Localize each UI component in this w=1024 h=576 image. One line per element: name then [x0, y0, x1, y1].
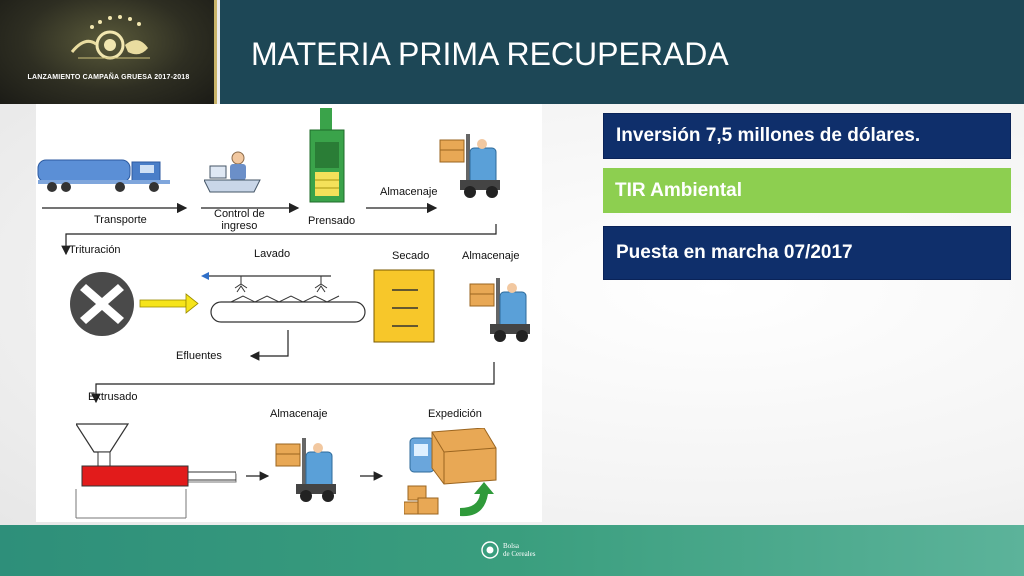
extruder-icon [76, 423, 236, 487]
forklift-icon [439, 134, 500, 198]
footer-brand-line1: Bolsa [503, 542, 519, 550]
tir-text: TIR Ambiental [615, 179, 743, 201]
process-flow-lines [42, 202, 497, 519]
investment-box: Inversión 7,5 millones de dólares. [603, 113, 1011, 159]
forklift-icon [275, 438, 336, 502]
forklift-icon [469, 278, 530, 342]
footer-brand-text: Bolsa de Cereales [503, 542, 535, 558]
process-diagram: Transporte Control de ingreso Prensado A… [36, 104, 542, 522]
start-date-text: Puesta en marcha 07/2017 [616, 242, 853, 263]
label-extrusado: Extrusado [88, 391, 138, 403]
campaign-logo-panel: LANZAMIENTO CAMPAÑA GRUESA 2017-2018 [0, 0, 217, 104]
page-title: MATERIA PRIMA RECUPERADA [251, 36, 729, 72]
label-almacenaje-2: Almacenaje [462, 250, 520, 262]
dryer-icon [373, 269, 435, 343]
investment-text: Inversión 7,5 millones de dólares. [616, 125, 921, 146]
label-control-line2: ingreso [221, 220, 258, 232]
label-control-line1: Control de [214, 208, 265, 220]
label-expedicion: Expedición [428, 408, 482, 420]
label-control-ingreso: Control de ingreso [214, 208, 265, 232]
label-trituracion: Trituración [69, 244, 121, 256]
washer-conveyor-icon [201, 272, 366, 323]
label-prensado: Prensado [308, 215, 356, 227]
label-efluentes: Efluentes [176, 350, 222, 362]
bolsa-cereales-logo-icon [481, 541, 499, 559]
label-transporte: Transporte [94, 214, 147, 226]
label-almacenaje-3: Almacenaje [270, 408, 328, 420]
delivery-truck-icon [404, 428, 497, 517]
footer-brand: Bolsa de Cereales [481, 541, 535, 559]
truck-icon [37, 159, 170, 192]
label-almacenaje-1: Almacenaje [380, 186, 438, 198]
start-date-box: Puesta en marcha 07/2017 [603, 226, 1011, 280]
control-desk-icon [204, 151, 261, 193]
campaign-caption: LANZAMIENTO CAMPAÑA GRUESA 2017-2018 [27, 74, 190, 81]
label-lavado: Lavado [254, 248, 291, 260]
title-bar [220, 0, 1024, 104]
footer-bar [0, 525, 1024, 576]
campaign-emblem-icon [70, 15, 150, 60]
baling-press-icon [309, 108, 345, 203]
tir-box: TIR Ambiental [603, 168, 1011, 213]
shredder-icon [70, 272, 134, 336]
label-secado: Secado [392, 250, 430, 262]
footer-brand-line2: de Cereales [503, 550, 536, 558]
